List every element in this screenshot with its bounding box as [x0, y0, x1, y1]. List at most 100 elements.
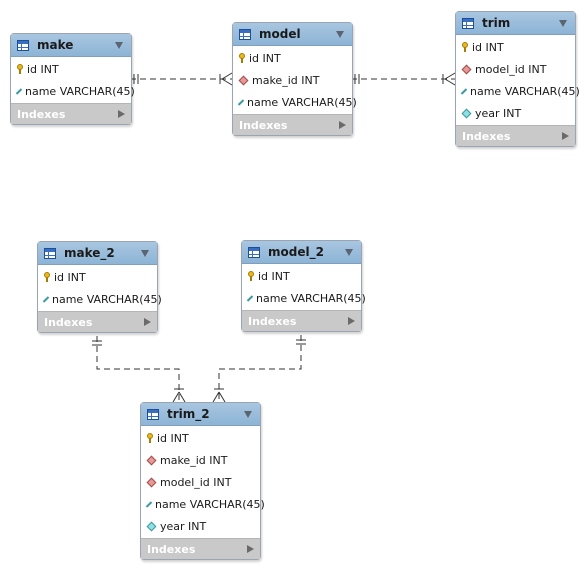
attribute-diamond-icon — [15, 87, 23, 95]
column-label: name VARCHAR(45) — [247, 95, 357, 109]
column-label: id INT — [472, 40, 504, 54]
column-label: name VARCHAR(45) — [25, 84, 135, 98]
indexes-bar[interactable]: Indexes — [242, 310, 361, 331]
collapse-icon[interactable] — [115, 41, 123, 49]
column-row[interactable]: id INT — [141, 427, 260, 449]
primary-key-icon — [17, 64, 23, 74]
column-row[interactable]: name VARCHAR(45) — [11, 80, 135, 102]
collapse-icon[interactable] — [345, 248, 353, 256]
entity-trim-2[interactable]: trim_2 id INT make_id INT model_id INT n… — [140, 402, 265, 560]
column-row[interactable]: name VARCHAR(45) — [38, 288, 162, 310]
indexes-label: Indexes — [44, 315, 93, 329]
attribute-diamond-icon — [145, 500, 153, 508]
column-label: name VARCHAR(45) — [52, 292, 162, 306]
relationship-model2-trim2 — [212, 335, 306, 403]
column-list: id INT make_id INT name VARCHAR(45) — [233, 46, 357, 114]
expand-arrow-icon[interactable] — [118, 110, 125, 118]
entity-title: make — [37, 38, 74, 52]
column-row[interactable]: id INT — [11, 58, 131, 80]
column-row[interactable]: name VARCHAR(45) — [233, 91, 357, 113]
indexes-label: Indexes — [239, 118, 288, 132]
column-row[interactable]: name VARCHAR(45) — [242, 287, 366, 309]
column-row[interactable]: name VARCHAR(45) — [456, 80, 580, 102]
entity-header[interactable]: model_2 — [242, 241, 361, 264]
primary-key-icon — [239, 53, 245, 63]
foreign-key-diamond-icon — [238, 75, 249, 85]
indexes-bar[interactable]: Indexes — [233, 114, 352, 135]
collapse-icon[interactable] — [336, 30, 344, 38]
column-label: model_id INT — [160, 475, 232, 489]
indexes-label: Indexes — [17, 107, 66, 121]
attribute-diamond-icon — [237, 98, 245, 106]
entity-header[interactable]: trim — [456, 12, 575, 35]
expand-arrow-icon[interactable] — [348, 317, 355, 325]
foreign-key-diamond-icon — [146, 477, 157, 487]
column-row[interactable]: year INT — [141, 515, 260, 537]
entity-title: model — [259, 27, 301, 41]
column-row[interactable]: year INT — [456, 102, 575, 124]
table-icon — [44, 247, 56, 259]
column-row[interactable]: make_id INT — [141, 449, 260, 471]
entity-title: trim_2 — [167, 407, 210, 421]
entity-trim[interactable]: trim id INT model_id INT name VARCHAR(45… — [455, 11, 580, 147]
attribute-diamond-icon — [461, 108, 472, 118]
collapse-icon[interactable] — [141, 249, 149, 257]
column-label: id INT — [27, 62, 59, 76]
column-label: id INT — [258, 269, 290, 283]
indexes-label: Indexes — [248, 314, 297, 328]
table-icon — [462, 17, 474, 29]
primary-key-icon — [147, 433, 153, 443]
attribute-diamond-icon — [460, 87, 468, 95]
column-row[interactable]: make_id INT — [233, 69, 352, 91]
column-label: id INT — [157, 431, 189, 445]
primary-key-icon — [44, 272, 50, 282]
entity-make[interactable]: make id INT name VARCHAR(45) Indexes — [10, 33, 135, 125]
expand-arrow-icon[interactable] — [247, 545, 254, 553]
column-list: id INT make_id INT model_id INT name VAR… — [141, 426, 265, 538]
collapse-icon[interactable] — [244, 410, 252, 418]
entity-model[interactable]: model id INT make_id INT name VARCHAR(45… — [232, 22, 357, 136]
indexes-bar[interactable]: Indexes — [456, 125, 575, 146]
expand-arrow-icon[interactable] — [144, 318, 151, 326]
column-label: id INT — [54, 270, 86, 284]
column-row[interactable]: model_id INT — [141, 471, 260, 493]
column-list: id INT model_id INT name VARCHAR(45) yea… — [456, 35, 580, 125]
attribute-diamond-icon — [42, 295, 50, 303]
indexes-label: Indexes — [147, 542, 196, 556]
column-label: name VARCHAR(45) — [155, 497, 265, 511]
entity-header[interactable]: model — [233, 23, 352, 46]
indexes-bar[interactable]: Indexes — [11, 103, 131, 124]
entity-model-2[interactable]: model_2 id INT name VARCHAR(45) Indexes — [241, 240, 366, 332]
attribute-diamond-icon — [146, 521, 157, 531]
collapse-icon[interactable] — [559, 19, 567, 27]
column-list: id INT name VARCHAR(45) — [11, 57, 135, 103]
relationship-make2-trim2 — [92, 336, 186, 403]
expand-arrow-icon[interactable] — [562, 132, 569, 140]
column-row[interactable]: id INT — [38, 266, 157, 288]
table-icon — [239, 28, 251, 40]
column-label: make_id INT — [160, 453, 228, 467]
column-label: year INT — [475, 106, 522, 120]
indexes-label: Indexes — [462, 129, 511, 143]
column-list: id INT name VARCHAR(45) — [38, 265, 162, 311]
indexes-bar[interactable]: Indexes — [38, 311, 157, 332]
column-row[interactable]: id INT — [233, 47, 352, 69]
column-row[interactable]: name VARCHAR(45) — [141, 493, 265, 515]
table-icon — [17, 39, 29, 51]
indexes-bar[interactable]: Indexes — [141, 538, 260, 559]
column-label: make_id INT — [252, 73, 320, 87]
entity-header[interactable]: make — [11, 34, 131, 57]
entity-make-2[interactable]: make_2 id INT name VARCHAR(45) Indexes — [37, 241, 162, 333]
column-label: model_id INT — [475, 62, 547, 76]
attribute-diamond-icon — [246, 294, 254, 302]
column-row[interactable]: id INT — [456, 36, 575, 58]
entity-header[interactable]: make_2 — [38, 242, 157, 265]
column-label: name VARCHAR(45) — [256, 291, 366, 305]
column-row[interactable]: model_id INT — [456, 58, 575, 80]
entity-header[interactable]: trim_2 — [141, 403, 260, 426]
table-icon — [147, 408, 159, 420]
expand-arrow-icon[interactable] — [339, 121, 346, 129]
column-row[interactable]: id INT — [242, 265, 361, 287]
column-label: name VARCHAR(45) — [470, 84, 580, 98]
